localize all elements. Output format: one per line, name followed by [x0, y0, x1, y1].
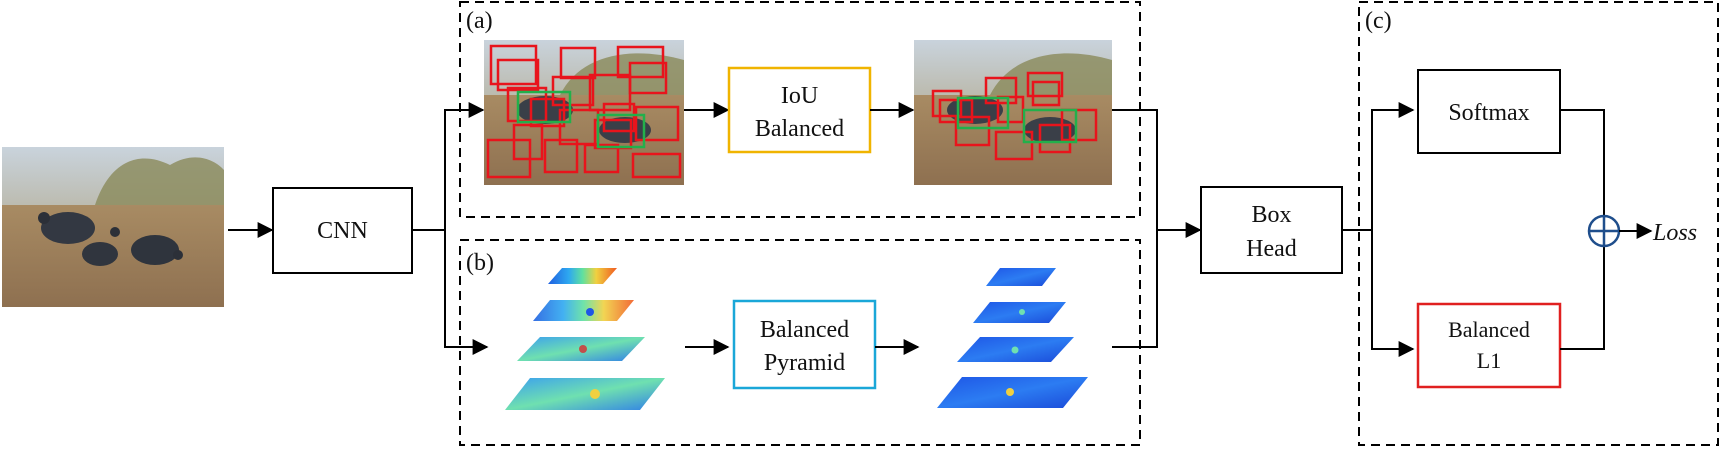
iou-balanced-box — [727, 66, 872, 154]
balanced-l1-label-line1: Balanced — [1448, 317, 1530, 342]
feature-pyramid-input — [505, 268, 665, 410]
balanced-pyramid-box — [732, 299, 877, 390]
box-head-box — [1200, 186, 1343, 274]
input-image — [2, 147, 224, 307]
cnn-label: CNN — [317, 218, 368, 244]
iou-balanced-label-line2: Balanced — [755, 116, 844, 142]
panel-a-label: (a) — [466, 8, 493, 34]
panel-c-frame — [1358, 1, 1719, 446]
softmax-box — [1417, 69, 1561, 154]
cnn-box — [272, 187, 413, 274]
sum-operator-icon — [1587, 214, 1621, 248]
loss-label: Loss — [1652, 220, 1697, 246]
panel-b-frame — [459, 239, 1141, 446]
panel-c-label: (c) — [1365, 8, 1392, 34]
sampled-proposals-image — [914, 40, 1112, 185]
balanced-l1-label-line2: L1 — [1477, 348, 1501, 373]
balanced-pyramid-label-line1: Balanced — [760, 317, 849, 343]
box-head-label-line2: Head — [1246, 236, 1297, 262]
box-head-label-line1: Box — [1251, 202, 1291, 228]
panel-b-label: (b) — [466, 250, 494, 276]
balanced-l1-box — [1416, 302, 1562, 389]
feature-pyramid-output — [937, 268, 1088, 408]
iou-balanced-label-line1: IoU — [781, 83, 818, 109]
proposals-image — [484, 40, 684, 185]
balanced-pyramid-label-line2: Pyramid — [764, 350, 845, 376]
softmax-label: Softmax — [1448, 100, 1529, 126]
